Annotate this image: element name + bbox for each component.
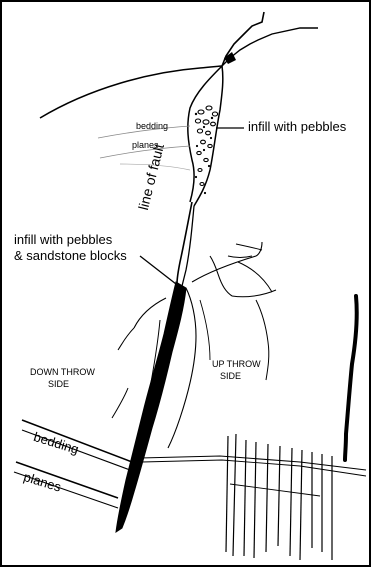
upper-infill-left-edge: [188, 66, 222, 202]
pebble: [204, 158, 208, 161]
down-throw-trace: [118, 328, 134, 350]
hatch-crossline: [230, 484, 320, 496]
upper-bedding-label-1: bedding: [136, 122, 168, 132]
pebble: [197, 129, 202, 133]
pebble: [200, 183, 204, 186]
pebble: [203, 120, 209, 124]
down-throw-label-1: DOWN THROW: [30, 368, 95, 378]
right-vertical-stroke: [345, 296, 357, 460]
pebble: [201, 140, 206, 144]
pebble: [198, 169, 202, 172]
sandstone-pointer-line: [140, 256, 176, 284]
vertical-hatch: [226, 434, 332, 560]
upper-arc-line: [40, 66, 222, 118]
pebble: [206, 131, 211, 135]
up-throw-inner: [210, 256, 232, 296]
up-throw-inner: [228, 256, 252, 258]
up-throw-inner: [232, 290, 276, 297]
pebble: [198, 110, 204, 114]
infill-sandstone-label-2: & sandstone blocks: [14, 249, 127, 263]
pebble: [208, 144, 212, 147]
up-throw-inner: [238, 262, 272, 292]
up-throw-top: [192, 242, 262, 282]
down-throw-trace: [134, 298, 166, 328]
pebble: [212, 112, 217, 116]
up-throw-inner: [200, 300, 210, 360]
lower-infill-wedge: [116, 282, 186, 532]
up-throw-inner: [236, 244, 262, 250]
pebble: [197, 151, 201, 154]
upper-infill-right-edge: [194, 66, 223, 206]
up-throw-label-2: SIDE: [220, 372, 241, 382]
down-throw-trace: [112, 388, 128, 418]
down-throw-label-2: SIDE: [48, 380, 69, 390]
pebble: [206, 106, 212, 110]
infill-sandstone-label-1: infill with pebbles: [14, 233, 112, 247]
upper-fracture-right: [222, 28, 318, 66]
up-throw-label-1: UP THROW: [212, 360, 261, 370]
pebble: [195, 119, 200, 123]
pebble: [211, 122, 216, 126]
infill-pebbles-label: infill with pebbles: [248, 120, 346, 134]
